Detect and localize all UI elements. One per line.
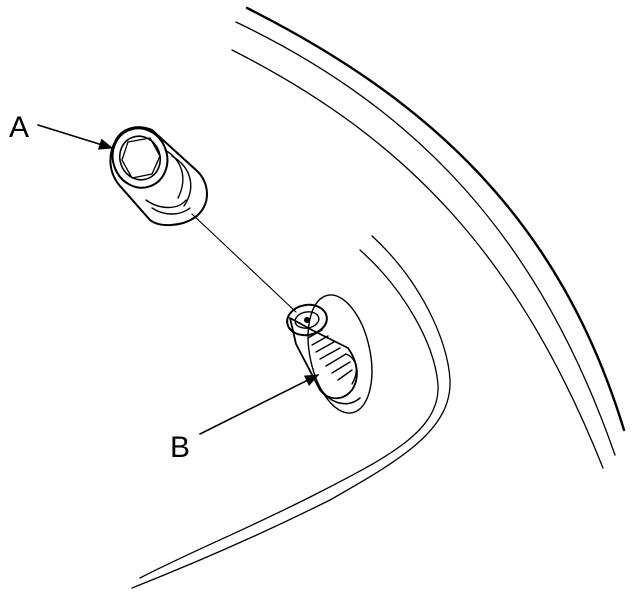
alignment-line [191,213,297,313]
wheel-rim [231,6,626,469]
callout-b: B [170,374,320,464]
callout-a-leader [37,124,114,150]
valve-stem [286,294,373,414]
valve-cap [109,126,208,226]
callout-b-leader [199,374,320,435]
wheel-inner-contour [131,235,451,589]
callout-a-label: A [9,111,29,144]
callout-a: A [9,111,114,150]
callout-b-label: B [170,431,190,464]
